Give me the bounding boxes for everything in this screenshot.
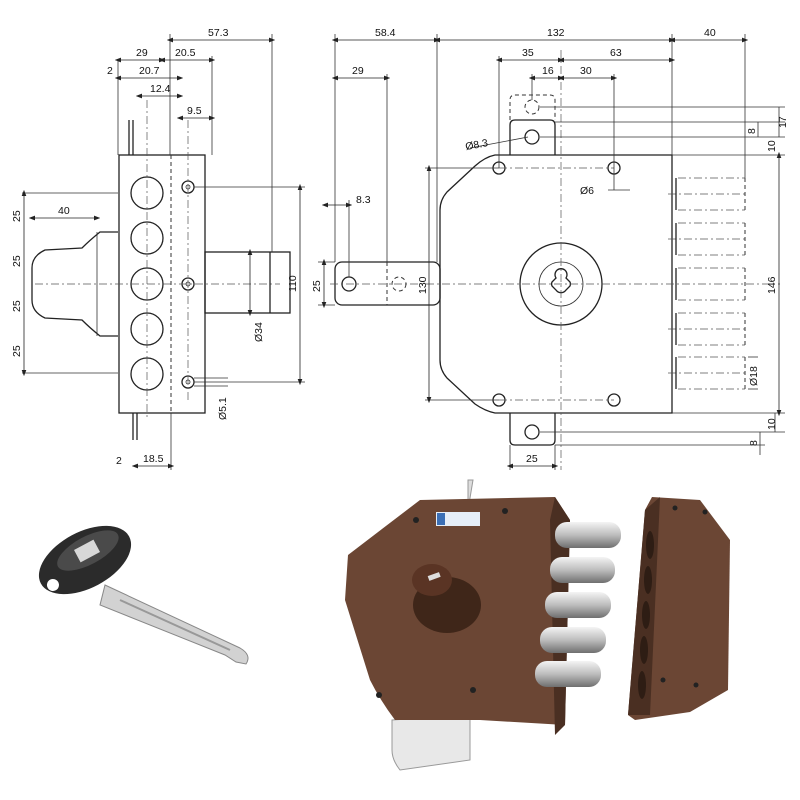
top-tab-alt <box>509 94 556 120</box>
dim-dia-18: Ø18 <box>748 366 760 386</box>
dim-bottom-2: 2 <box>116 455 122 467</box>
dim-pitch-25: 25 <box>11 255 23 267</box>
front-view: 58.4 132 40 35 63 16 30 29 8.3 Ø8.3 Ø6 2… <box>311 27 789 470</box>
dim-top-10: 10 <box>766 140 778 152</box>
dim-20-5: 20.5 <box>175 47 196 59</box>
dim-top-8: 8 <box>746 128 758 134</box>
dim-132: 132 <box>547 27 565 39</box>
knob <box>31 231 118 337</box>
front-body <box>439 154 673 414</box>
dim-16: 16 <box>542 65 554 77</box>
dim-2: 2 <box>107 65 113 77</box>
dim-130: 130 <box>417 276 429 294</box>
dim-dia-34: Ø34 <box>253 322 265 342</box>
top-tab <box>509 119 556 155</box>
dim-57-3: 57.3 <box>208 27 229 39</box>
dim-18-5: 18.5 <box>143 453 164 465</box>
dim-146: 146 <box>766 276 778 294</box>
dim-29: 29 <box>136 47 148 59</box>
keyhole-icon <box>550 268 572 294</box>
dim-bottom-8: 8 <box>748 440 760 446</box>
keyhole <box>427 572 441 581</box>
dim-12-4: 12.4 <box>150 83 171 95</box>
cylinder-body <box>204 251 291 314</box>
dim-8-3: 8.3 <box>356 194 371 206</box>
dim-9-5: 9.5 <box>187 105 202 117</box>
dim-58-4: 58.4 <box>375 27 396 39</box>
lock-mounting-tab <box>391 714 471 771</box>
dim-35: 35 <box>522 47 534 59</box>
dim-bottom-10: 10 <box>766 418 778 430</box>
dim-63: 63 <box>610 47 622 59</box>
dim-25-plate: 25 <box>311 280 323 292</box>
dim-30: 30 <box>580 65 592 77</box>
brand-label <box>436 512 480 526</box>
dim-40-throw: 40 <box>704 27 716 39</box>
dim-dia-8-3: Ø8.3 <box>464 137 489 153</box>
dim-110: 110 <box>287 275 299 292</box>
dim-pitch-25: 25 <box>11 345 23 357</box>
dim-dia-6: Ø6 <box>580 185 594 197</box>
dim-29-plate: 29 <box>352 65 364 77</box>
dim-pitch-25: 25 <box>11 300 23 312</box>
front-bolts-dashed <box>668 177 746 390</box>
dim-dia-5-1: Ø5.1 <box>217 397 229 420</box>
lock-bolts <box>535 522 621 687</box>
dim-17: 17 <box>777 116 789 128</box>
bottom-tab <box>509 413 556 446</box>
bolt-circle <box>130 221 164 255</box>
key-photo <box>38 525 249 665</box>
dim-40: 40 <box>58 205 70 217</box>
side-view: 57.3 29 20.5 2 20.7 12.4 9.5 40 25 25 25… <box>11 27 305 470</box>
dim-pitch-25: 25 <box>11 210 23 222</box>
dim-20-7: 20.7 <box>139 65 160 77</box>
dim-25-tab: 25 <box>526 453 538 465</box>
lock-photo <box>345 479 730 771</box>
key-logo <box>74 539 101 563</box>
